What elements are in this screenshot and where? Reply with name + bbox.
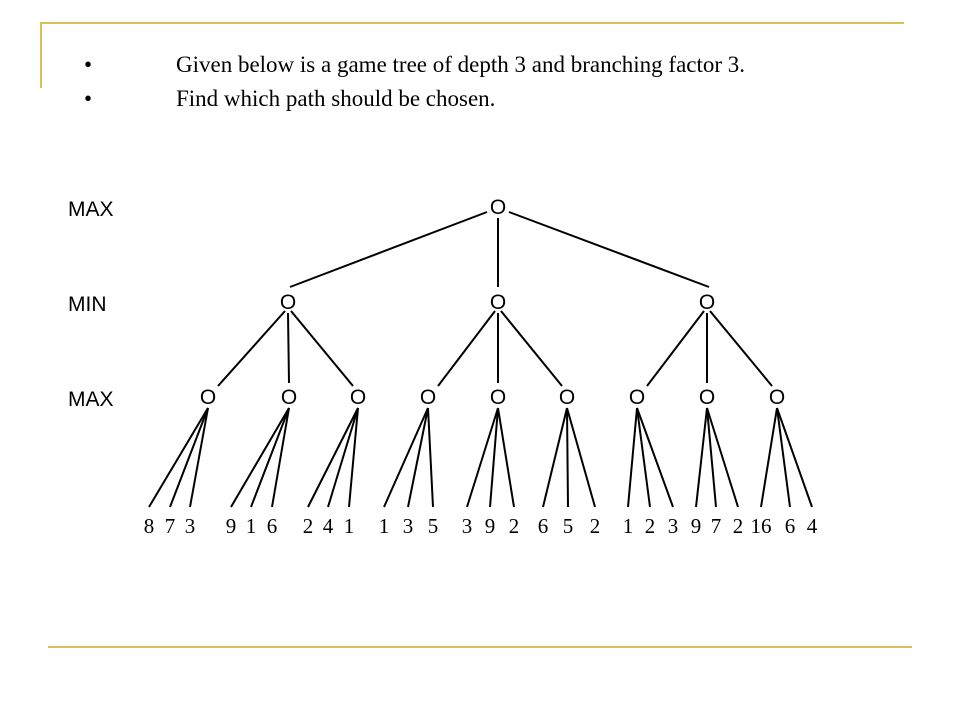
edge [466,407,499,508]
edge [287,312,290,384]
bullet-list: • Given below is a game tree of depth 3 … [84,48,745,116]
edge [437,310,496,387]
bullet-text: Find which path should be chosen. [176,86,496,111]
leaf-value: 3 [668,514,679,538]
root-node: O [490,196,506,219]
leaf-value: 1 [379,514,390,538]
max-node: O [200,386,216,409]
leaf-value: 1 [344,514,355,538]
leaf-value: 2 [645,514,656,538]
max-node: O [559,386,575,409]
max-node: O [769,386,785,409]
edge [271,407,290,508]
bottom-rule [48,646,912,648]
edge [289,211,488,288]
leaf-value: 4 [323,514,334,538]
edge [327,407,359,508]
leaf-value: 4 [807,514,818,538]
edge [348,407,359,508]
edge [636,407,651,508]
edge [776,407,813,508]
leaf-value: 2 [733,514,744,538]
max-node: O [350,386,366,409]
min-node: O [490,291,506,314]
leaf-value: 7 [165,514,176,538]
level-label: MAX [68,198,114,221]
leaf-value: 8 [144,514,155,538]
edge [776,407,791,508]
edge [760,407,778,508]
max-node: O [281,386,297,409]
leaf-value: 16 [751,514,772,538]
level-labels: MAX MIN MAX [68,198,114,411]
edge [290,310,354,387]
leaf-value: 3 [185,514,196,538]
max-node: O [420,386,436,409]
edge [500,310,563,387]
bullet-item: • Find which path should be chosen. [84,82,745,116]
edge [407,407,429,508]
edge [706,407,717,508]
leaf-value: 6 [538,514,549,538]
leaf-value: 2 [303,514,314,538]
leaf-value: 9 [485,514,496,538]
edge [508,211,710,288]
leaf-value: 9 [691,514,702,538]
edge [542,407,568,508]
leaf-value: 9 [226,514,237,538]
leaf-value: 3 [462,514,473,538]
bullet-marker: • [84,52,93,77]
max-node: O [490,386,506,409]
min-node: O [280,291,296,314]
leaf-value: 7 [711,514,722,538]
edge [189,407,209,508]
leaf-value: 1 [623,514,634,538]
edge [566,407,569,508]
leaf-value: 6 [267,514,278,538]
edge [383,407,429,508]
max-node: O [699,386,715,409]
tree-nodes: O O O O O O O O O O O O O [200,196,785,409]
leaf-value: 1 [246,514,257,538]
edge [646,310,705,387]
bullet-text: Given below is a game tree of depth 3 an… [176,52,746,77]
edge [566,407,596,508]
edge [489,407,499,508]
leaf-value: 5 [563,514,574,538]
top-rule [40,22,904,24]
edge [427,407,434,508]
edge [250,407,290,508]
leaf-value: 2 [509,514,520,538]
edge [706,407,739,508]
level-label: MIN [68,293,107,316]
bullet-marker: • [84,86,93,111]
max-node: O [629,386,645,409]
edge [695,407,708,508]
edge [230,407,290,508]
edge [627,407,638,508]
leaf-value: 6 [785,514,796,538]
edge [148,407,209,508]
leaf-value: 5 [428,514,439,538]
tree-edges [148,211,813,508]
min-node: O [699,291,715,314]
leaf-value: 2 [590,514,601,538]
edge [497,407,515,508]
edge [636,407,674,508]
bullet-item: • Given below is a game tree of depth 3 … [84,48,745,82]
edge [307,407,359,508]
edge [709,310,773,387]
leaf-value: 3 [403,514,414,538]
edge [169,407,209,508]
level-label: MAX [68,388,114,411]
edge [217,310,286,387]
left-rule [40,22,42,88]
